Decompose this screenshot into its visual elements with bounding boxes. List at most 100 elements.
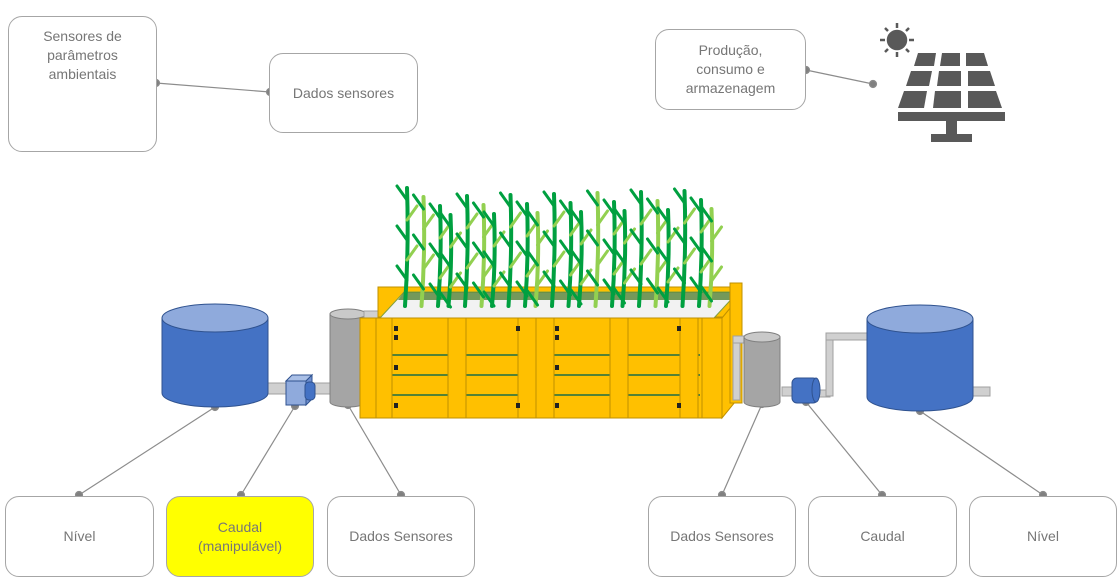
plant-stalk [403,186,410,308]
plant-leaf [428,242,442,260]
plant-leaf [515,280,529,298]
plant-stalk [506,193,514,308]
connector-right-sensor-data [721,403,763,496]
plant-leaf [465,252,479,270]
plant-leaf [439,251,452,269]
connector-left-pump-flow [240,405,296,496]
plant-leaf [673,187,686,205]
connector-env-to-data [155,82,271,93]
plant-leaf [683,207,696,225]
left-water-tank [161,303,269,408]
plant-leaf [428,202,442,220]
plant-leaf [646,197,659,215]
right-sensor-cylinder [743,331,781,408]
connector-left-tank-level [78,406,216,496]
solar-icons [880,23,1005,142]
plant-stalk [620,209,628,308]
plant-stalk [490,212,497,308]
plant-leaf [515,240,529,258]
plant-leaf [552,210,566,228]
plant-leaf [613,207,626,225]
plant-leaf [472,281,485,299]
env-sensors-box[interactable]: Sensores de parâmetros ambientais [8,16,157,152]
plant-leaf [602,278,616,296]
plant-leaf [569,248,583,266]
plant-leaf [596,249,609,267]
level-left-label: Nível [63,528,96,544]
connector-right-tank-level [919,410,1044,496]
plant-leaf [700,285,713,303]
plant-leaf [559,239,572,257]
plant-leaf [422,253,435,271]
plant-leaf [542,190,556,208]
right-pipes [732,332,991,401]
plant-stalk [680,189,688,308]
plant-leaf [405,204,419,222]
plant-leaf [656,246,670,264]
flow-left-box[interactable]: Caudal (manipulável) [166,496,314,577]
sensor-data-right-box[interactable]: Dados Sensores [648,496,796,577]
plant-leaf [602,238,616,256]
plant-leaf [586,269,599,287]
plant-stalk [637,190,644,308]
right-water-tank [866,304,974,412]
plant-leaf [552,250,566,268]
sensor-data-box[interactable]: Dados sensores [269,53,418,133]
plant-leaf [646,237,659,255]
plant-leaf [515,200,529,218]
plant-stalk [593,191,601,308]
sensor-data-label: Dados sensores [292,84,395,101]
connector-energy-to-panel [805,69,874,85]
plant-stalk [446,213,454,308]
plant-leaf [700,205,713,223]
plant-leaf [499,271,512,289]
plant-leaf [499,191,512,209]
plant-leaf [455,192,469,210]
plant-leaf [569,208,583,226]
plant-leaf [689,236,703,254]
plant-leaf [656,206,670,224]
level-right-box[interactable]: Nível [969,496,1117,577]
plant-leaf [689,196,703,214]
plant-leaf [613,247,626,265]
plant-leaf [412,193,425,211]
plant-leaf [482,210,496,228]
plant-stalk [707,207,715,308]
sun-icon [880,23,914,57]
plant-leaf [472,241,485,259]
plant-leaf [542,230,556,248]
plant-leaf [586,229,599,247]
sensor-data-right-label: Dados Sensores [670,528,774,544]
plant-leaf [542,270,556,288]
plant-leaf [422,213,435,231]
plant-leaf [455,232,469,250]
plant-leaf [439,291,452,309]
plant-leaf [395,184,409,202]
flow-right-box[interactable]: Caudal [808,496,957,577]
connector-left-sensor-data [347,404,402,496]
plant-leaf [629,268,643,286]
sensor-data-left-box[interactable]: Dados Sensores [327,496,475,577]
sensor-data-left-label: Dados Sensores [349,528,453,544]
plant-leaf [526,209,539,227]
plant-leaf [569,288,583,306]
plant-leaf [499,231,512,249]
energy-label: Produção, consumo e armazenagem [685,42,776,96]
plant-leaf [455,272,469,290]
right-pump [791,377,821,404]
plant-leaf [613,287,626,305]
energy-box[interactable]: Produção, consumo e armazenagem [655,29,806,110]
plant-leaf [673,267,686,285]
level-right-label: Nível [1027,528,1059,544]
plant-leaf [472,201,485,219]
plant-leaf [482,250,496,268]
plant-leaf [465,212,479,230]
plant-leaf [656,286,670,304]
plant-leaf [596,209,609,227]
level-left-box[interactable]: Nível [5,496,154,577]
plant-stalk [577,210,584,308]
plant-stalk [533,211,541,308]
plant-leaf [673,227,686,245]
left-pump [284,373,316,407]
